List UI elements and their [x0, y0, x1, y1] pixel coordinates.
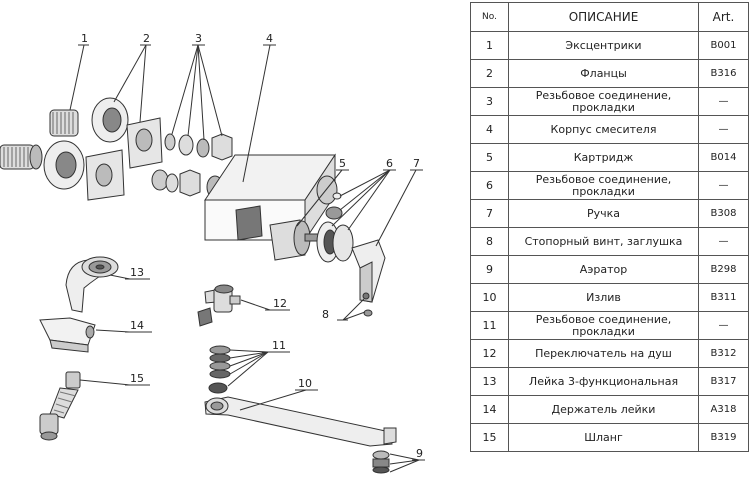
part-hose: [39, 371, 81, 441]
callout-6: 6: [386, 157, 393, 170]
part-shower-switch: [197, 284, 241, 327]
callout-10: 10: [298, 377, 312, 390]
part-description: Лейка 3-функциональная: [508, 367, 699, 396]
part-article: B317: [698, 367, 749, 396]
part-article: B298: [698, 255, 749, 284]
part-number: 12: [470, 339, 509, 368]
leader-lines: [69, 44, 425, 473]
callout-11: 11: [272, 339, 286, 352]
part-description: Переключатель на душ: [508, 339, 699, 368]
part-shower-holder: [39, 317, 96, 353]
header-number: No.: [470, 2, 509, 32]
part-lock-screw: [362, 292, 373, 317]
part-article: B014: [698, 143, 749, 172]
header-article: Art.: [698, 2, 749, 32]
part-article: —: [698, 227, 749, 256]
part-number: 11: [470, 311, 509, 340]
callout-1: 1: [81, 32, 88, 45]
part-description: Фланцы: [508, 59, 699, 88]
callout-7: 7: [413, 157, 420, 170]
callout-12: 12: [273, 297, 287, 310]
part-number: 9: [470, 255, 509, 284]
callout-numbers: 1 2 3 4 5 6 7 8 9 10 11 12 13 14 15: [81, 32, 423, 460]
part-number: 4: [470, 115, 509, 144]
header-description: ОПИСАНИЕ: [508, 2, 699, 32]
part-number: 15: [470, 423, 509, 452]
part-number: 5: [470, 143, 509, 172]
part-thread-connection: [151, 133, 233, 199]
part-spout-thread: [208, 345, 231, 394]
part-article: —: [698, 311, 749, 340]
callout-8: 8: [322, 308, 329, 321]
part-article: B312: [698, 339, 749, 368]
part-article: B001: [698, 31, 749, 60]
part-description: Стопорный винт, заглушка: [508, 227, 699, 256]
part-handle: [351, 239, 386, 303]
part-description: Держатель лейки: [508, 395, 699, 424]
part-eccentric: [0, 109, 79, 170]
part-number: 6: [470, 171, 509, 200]
part-article: —: [698, 171, 749, 200]
callout-14: 14: [130, 319, 144, 332]
exploded-view-diagram: 1 2 3 4 5 6 7 8 9 10 11 12 13 14 15: [0, 32, 425, 474]
part-spout: [204, 396, 397, 447]
callout-15: 15: [130, 372, 144, 385]
part-description: Излив: [508, 283, 699, 312]
part-number: 10: [470, 283, 509, 312]
part-number: 2: [470, 59, 509, 88]
part-description: Резьбовое соединение, прокладки: [508, 87, 699, 116]
part-description: Шланг: [508, 423, 699, 452]
table-header-row: No. ОПИСАНИЕ Art.: [470, 2, 749, 32]
part-number: 1: [470, 31, 509, 60]
part-number: 7: [470, 199, 509, 228]
part-description: Эксцентрики: [508, 31, 699, 60]
callout-9: 9: [416, 447, 423, 460]
part-aerator: [372, 450, 390, 474]
part-article: —: [698, 87, 749, 116]
part-number: 13: [470, 367, 509, 396]
part-flange: [43, 97, 163, 201]
part-number: 8: [470, 227, 509, 256]
part-description: Аэратор: [508, 255, 699, 284]
part-cartridge: [269, 219, 320, 261]
part-number: 14: [470, 395, 509, 424]
part-article: B311: [698, 283, 749, 312]
part-shower-head: [65, 256, 119, 313]
part-description: Корпус смесителя: [508, 115, 699, 144]
part-description: Резьбовое соединение, прокладки: [508, 171, 699, 200]
part-article: B308: [698, 199, 749, 228]
callout-2: 2: [143, 32, 150, 45]
callout-5: 5: [339, 157, 346, 170]
part-article: —: [698, 115, 749, 144]
part-description: Картридж: [508, 143, 699, 172]
part-article: B319: [698, 423, 749, 452]
callout-4: 4: [266, 32, 273, 45]
part-number: 3: [470, 87, 509, 116]
part-description: Резьбовое соединение, прокладки: [508, 311, 699, 340]
part-article: A318: [698, 395, 749, 424]
callout-13: 13: [130, 266, 144, 279]
callout-3: 3: [195, 32, 202, 45]
part-cartridge-nut: [316, 192, 354, 263]
part-description: Ручка: [508, 199, 699, 228]
part-article: B316: [698, 59, 749, 88]
